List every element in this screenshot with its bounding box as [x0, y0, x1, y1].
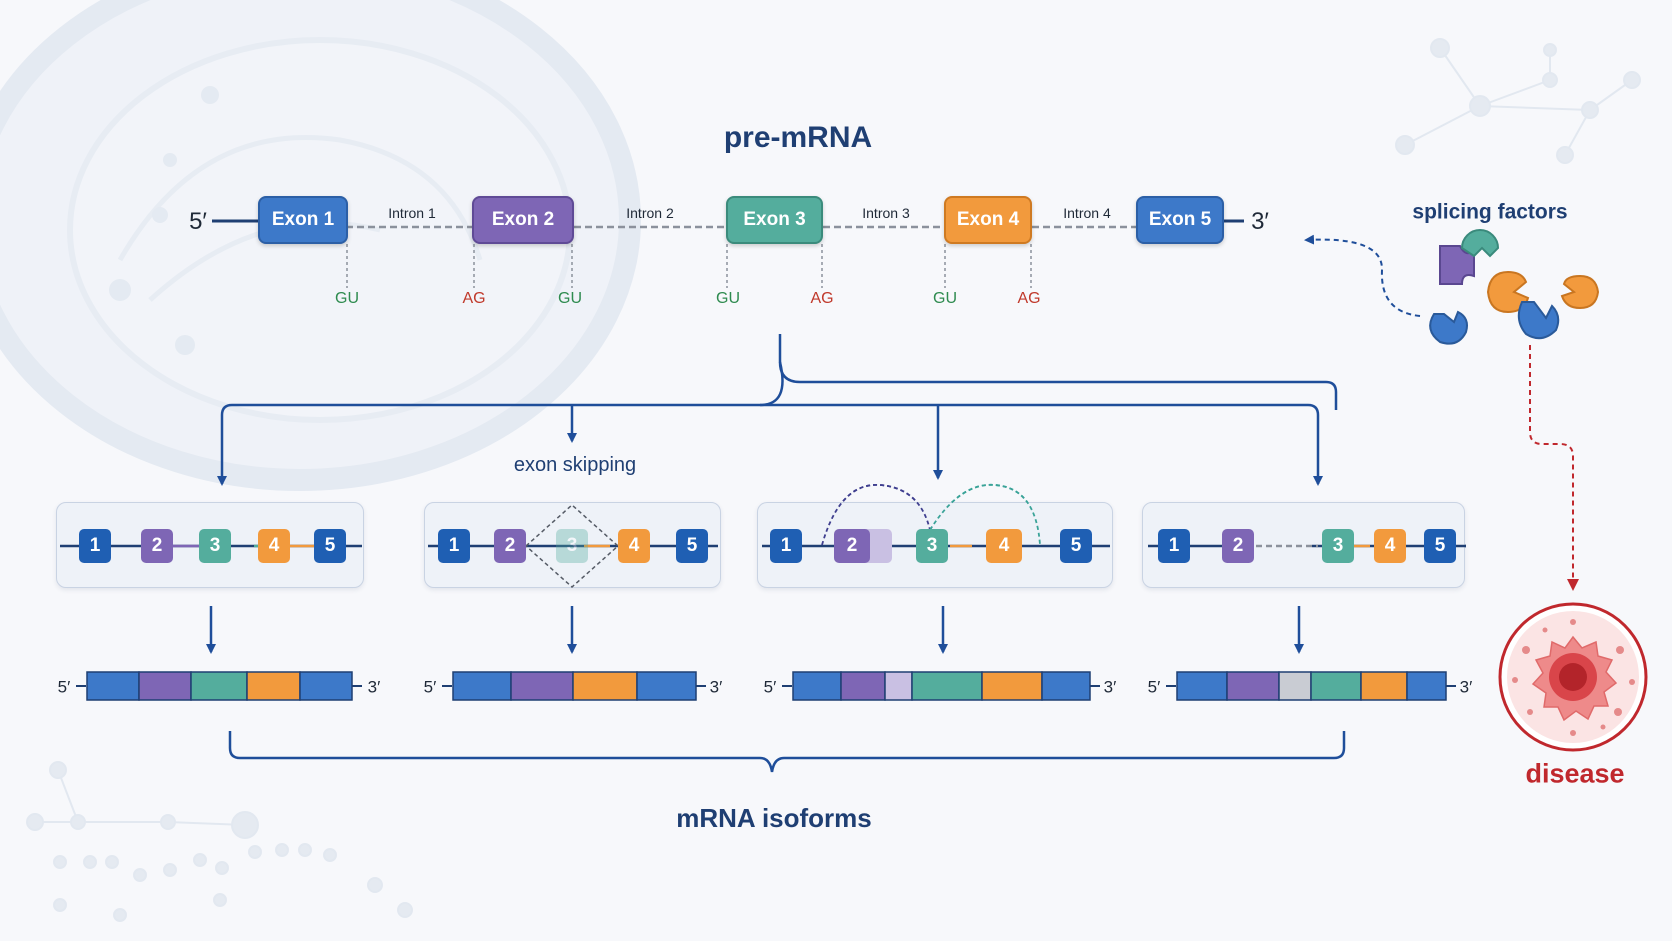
p3-exon-4: 4 [986, 529, 1022, 563]
p4-exon-3: 3 [1322, 529, 1354, 563]
factor-piece-teal [1460, 229, 1500, 258]
iso4-seg-intron [1278, 671, 1312, 701]
disease-cell [1498, 602, 1648, 752]
intron-2-label: Intron 2 [626, 205, 674, 221]
splice-site-ag-2: AG [810, 290, 834, 307]
iso3-seg-4 [981, 671, 1043, 701]
factor-piece-blue-1 [1429, 310, 1468, 345]
iso1-seg-4 [246, 671, 301, 701]
iso4-seg-2 [1226, 671, 1280, 701]
branch-arrow-4 [760, 403, 1323, 486]
p3-exon-2: 2 [834, 529, 870, 563]
splicing-factor-pieces [1429, 229, 1600, 345]
exon-1-box: Exon 1 [258, 196, 348, 244]
p1-exon-5: 5 [314, 529, 346, 563]
branch-arrow-1 [217, 361, 784, 486]
p4-exon-1: 1 [1158, 529, 1190, 563]
exon-3-box: Exon 3 [726, 196, 823, 244]
p2-exon-4: 4 [618, 529, 650, 563]
p2-exon-1: 1 [438, 529, 470, 563]
splice-site-ticks [346, 244, 1032, 288]
iso2-3-prime: 3′ [709, 677, 723, 697]
network-bottom-left [26, 761, 413, 922]
pre-mrna-title: pre-mRNA [723, 121, 873, 154]
iso4-5-prime: 5′ [1147, 677, 1161, 697]
iso3-3-prime: 3′ [1103, 677, 1117, 697]
p2-exon-3-skipped: 3 [556, 529, 588, 563]
branch-connector [217, 334, 1338, 486]
exon-skipping-label: exon skipping [513, 454, 637, 476]
intron-3-label: Intron 3 [862, 205, 910, 221]
exon-2-box: Exon 2 [472, 196, 574, 244]
iso3-5-prime: 5′ [763, 677, 777, 697]
isoform-arrows [206, 606, 1304, 654]
splicing-factors-label: splicing factors [1412, 200, 1568, 224]
p2-exon-2: 2 [494, 529, 526, 563]
iso3-seg-5 [1041, 671, 1091, 701]
iso1-seg-3 [190, 671, 248, 701]
iso2-seg-4 [572, 671, 638, 701]
iso3-seg-2 [840, 671, 886, 701]
intron-1-label: Intron 1 [388, 205, 436, 221]
iso1-3-prime: 3′ [367, 677, 381, 697]
branch-upper [778, 334, 1338, 410]
p2-exon-5: 5 [676, 529, 708, 563]
iso2-seg-1 [452, 671, 512, 701]
isoforms-brace [228, 731, 1346, 773]
iso4-seg-3 [1310, 671, 1362, 701]
iso3-seg-1 [792, 671, 842, 701]
splice-site-ag-1: AG [462, 290, 486, 307]
exon-5-box: Exon 5 [1136, 196, 1224, 244]
isoform-panel-4 [1142, 502, 1465, 588]
iso1-seg-1 [86, 671, 140, 701]
p1-exon-1: 1 [79, 529, 111, 563]
iso1-5-prime: 5′ [57, 677, 71, 697]
p1-exon-4: 4 [258, 529, 290, 563]
splice-site-gu-1: GU [335, 290, 359, 307]
iso2-5-prime: 5′ [423, 677, 437, 697]
exon-4-box: Exon 4 [944, 196, 1032, 244]
iso4-3-prime: 3′ [1459, 677, 1473, 697]
splice-site-gu-4: GU [933, 290, 957, 307]
iso4-seg-4 [1360, 671, 1408, 701]
splicing-factor-arrow [1304, 234, 1421, 317]
iso1-seg-5 [299, 671, 353, 701]
iso1-seg-2 [138, 671, 192, 701]
isoform-bars [86, 671, 1447, 701]
mrna-isoforms-label: mRNA isoforms [676, 803, 872, 833]
splice-site-ag-3: AG [1017, 290, 1041, 307]
iso4-seg-5 [1406, 671, 1447, 701]
disease-label: disease [1525, 758, 1625, 789]
factor-piece-orange-1 [1486, 270, 1530, 314]
factor-piece-orange-2 [1560, 274, 1600, 310]
iso2-seg-2 [510, 671, 574, 701]
factor-piece-blue-2 [1517, 301, 1560, 340]
p3-exon-5: 5 [1060, 529, 1092, 563]
iso2-seg-5 [636, 671, 697, 701]
splice-site-gu-2: GU [558, 290, 582, 307]
p3-exon-3: 3 [916, 529, 948, 563]
p3-exon-1: 1 [770, 529, 802, 563]
iso3-seg-2-alt [884, 671, 913, 701]
splice-site-gu-3: GU [716, 290, 740, 307]
factor-piece-purple [1439, 245, 1475, 285]
p4-exon-5: 5 [1424, 529, 1456, 563]
iso4-seg-1 [1176, 671, 1228, 701]
disease-arrow [1529, 345, 1579, 591]
p4-exon-4: 4 [1374, 529, 1406, 563]
pre-mrna-3-prime: 3′ [1251, 208, 1269, 235]
intron-4-label: Intron 4 [1063, 205, 1111, 221]
iso3-seg-3 [911, 671, 983, 701]
pre-mrna-5-prime: 5′ [189, 208, 207, 235]
p4-exon-2: 2 [1222, 529, 1254, 563]
p1-exon-3: 3 [199, 529, 231, 563]
network-top-right [1395, 38, 1641, 164]
p1-exon-2: 2 [141, 529, 173, 563]
